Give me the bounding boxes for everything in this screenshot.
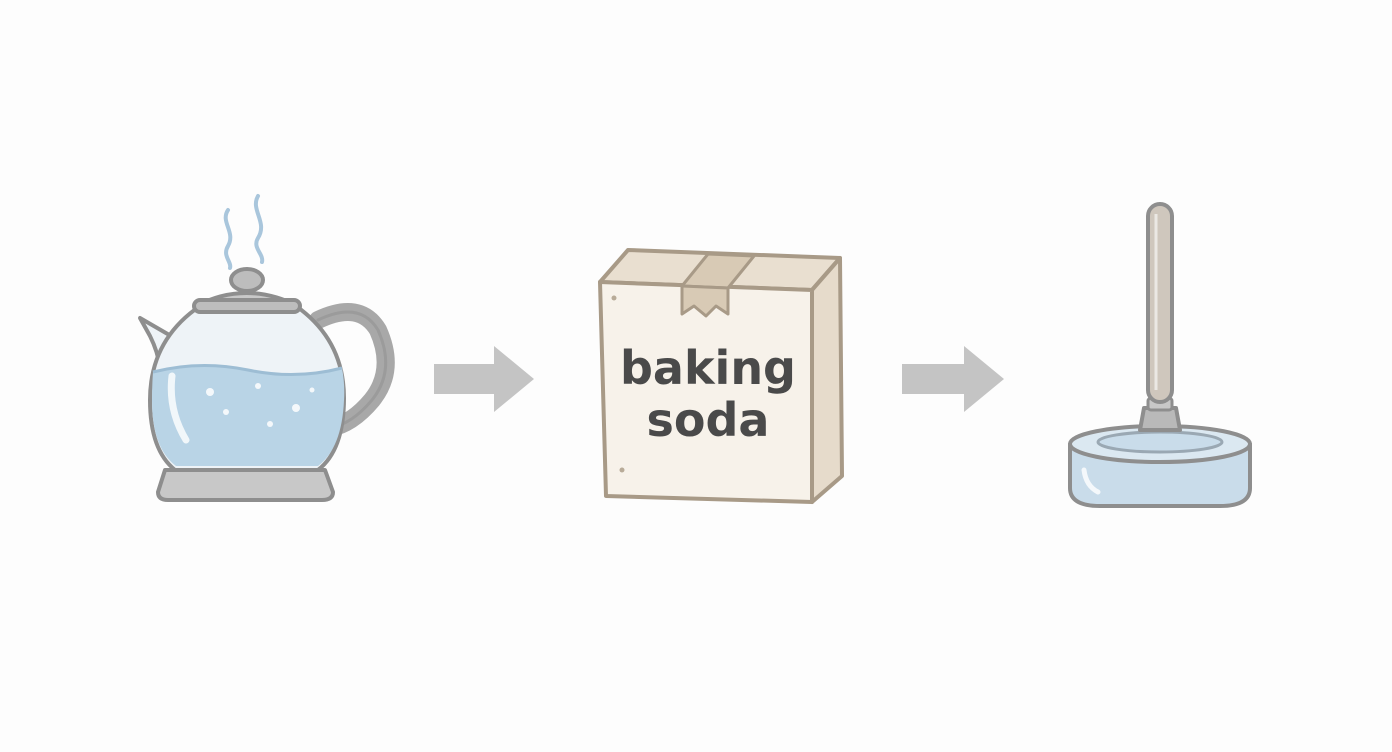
box-label-line1: baking (620, 341, 796, 395)
steam-icon (223, 194, 265, 270)
arrow-right-icon (434, 346, 534, 412)
box-icon: baking soda (598, 248, 844, 504)
kettle-icon (138, 194, 395, 502)
box-label-line2: soda (647, 393, 770, 447)
arrow-right-icon (902, 346, 1004, 412)
plunger-icon (1068, 202, 1252, 508)
